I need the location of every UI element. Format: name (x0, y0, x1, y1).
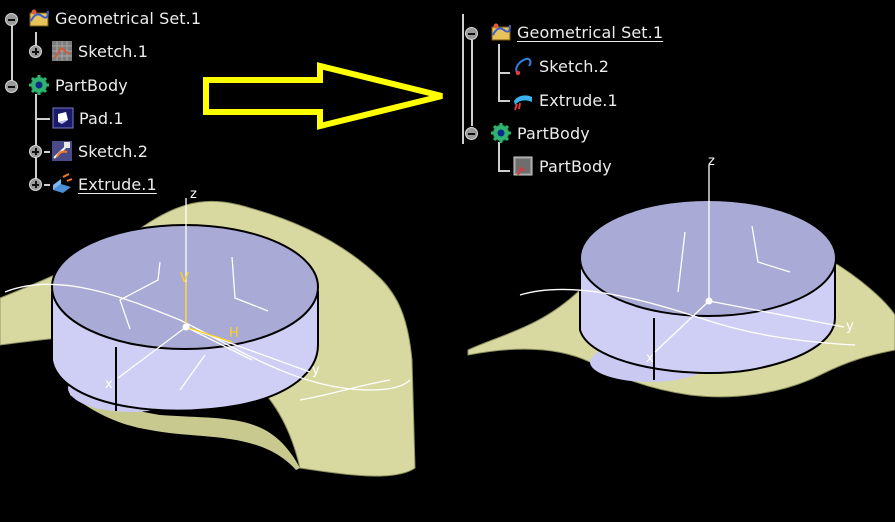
tree-node-sketch2[interactable]: Sketch.2 (51, 138, 148, 164)
sketch-icon (515, 57, 532, 76)
tree-node-pad[interactable]: Pad.1 (52, 105, 124, 131)
tree-label-sketch1: Sketch.1 (78, 41, 148, 61)
geometrical-set-icon (491, 23, 511, 41)
geometrical-set-icon (29, 9, 49, 27)
tree-node-partbody-right[interactable]: PartBody (490, 120, 590, 146)
x-axis-label: x (646, 351, 654, 366)
tree-label-geometrical-set-right: Geometrical Set.1 (517, 22, 664, 42)
extrude-surface-icon (514, 95, 532, 111)
tree-node-partbody-result[interactable]: PartBody (512, 153, 612, 179)
arrow-right-icon (203, 62, 443, 130)
tree-label-extrude: Extrude.1 (78, 174, 157, 194)
tree-label-sketch2: Sketch.2 (78, 141, 148, 161)
tree-label-partbody-right: PartBody (517, 123, 590, 143)
tree-node-extrude[interactable]: Extrude.1 (51, 171, 157, 197)
y-axis-label: y (846, 319, 854, 334)
collapse-toggle-partbody[interactable] (5, 80, 18, 93)
tree-label-partbody-result: PartBody (539, 156, 612, 176)
right-spec-tree: Geometrical Set.1 Sketch.2 Extrude.1 (460, 0, 895, 200)
collapse-toggle-partbody-right[interactable] (465, 127, 478, 140)
sketch-icon (52, 41, 72, 61)
gear-icon (491, 123, 511, 143)
expand-toggle-sketch1[interactable] (29, 45, 42, 58)
v-axis-label: V (180, 271, 189, 286)
tree-node-partbody[interactable]: PartBody (28, 72, 128, 98)
tree-label-geometrical-set: Geometrical Set.1 (55, 8, 202, 28)
left-pane: Geometrical Set.1 Sketch.1 PartBody (0, 0, 460, 522)
tree-label-extrude-right: Extrude.1 (539, 90, 618, 110)
y-axis-label: y (312, 363, 320, 378)
tree-node-extrude-right[interactable]: Extrude.1 (512, 87, 618, 113)
left-3d-viewport[interactable]: z y x V H (0, 0, 460, 522)
cylinder-top (51, 224, 319, 350)
pad-icon (52, 107, 74, 129)
expand-toggle-sketch2[interactable] (29, 145, 42, 158)
sketch-icon (52, 141, 72, 161)
cylinder-top (579, 199, 837, 317)
gear-icon (29, 75, 49, 95)
tree-node-geometrical-set-right[interactable]: Geometrical Set.1 (490, 19, 663, 45)
left-spec-tree: Geometrical Set.1 Sketch.1 PartBody (0, 0, 460, 200)
h-axis-label: H (229, 326, 239, 341)
z-axis-label: z (708, 154, 715, 169)
collapse-toggle-geometrical-set-right[interactable] (465, 27, 478, 40)
tree-node-sketch1[interactable]: Sketch.1 (51, 38, 148, 64)
right-3d-viewport[interactable]: z y x (460, 0, 895, 522)
extrude-surface-icon (53, 173, 73, 193)
x-axis-label: x (105, 377, 113, 392)
z-axis-label: z (190, 187, 197, 202)
tree-label-pad: Pad.1 (79, 108, 124, 128)
tree-node-geometrical-set[interactable]: Geometrical Set.1 (28, 5, 201, 31)
expand-toggle-extrude[interactable] (29, 178, 42, 191)
collapse-toggle-geometrical-set[interactable] (5, 13, 18, 26)
tree-node-sketch2-right[interactable]: Sketch.2 (512, 53, 609, 79)
solid-body-icon (513, 156, 533, 176)
right-pane: Geometrical Set.1 Sketch.2 Extrude.1 (460, 0, 895, 522)
tree-label-partbody: PartBody (55, 75, 128, 95)
tree-label-sketch2-right: Sketch.2 (539, 56, 609, 76)
